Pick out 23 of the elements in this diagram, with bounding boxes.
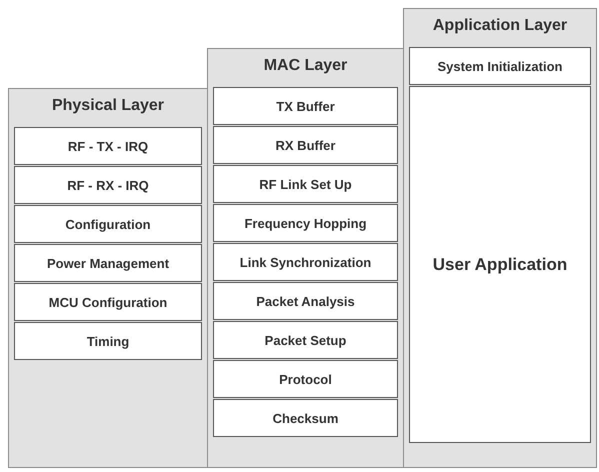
module-box: TX Buffer — [213, 87, 398, 125]
module-box: Protocol — [213, 360, 398, 398]
layer-panel — [207, 48, 404, 468]
module-box: Timing — [14, 322, 202, 360]
layer-panel — [8, 88, 208, 468]
module-box: Power Management — [14, 244, 202, 282]
layer-panel — [403, 8, 597, 468]
module-box: Configuration — [14, 205, 202, 243]
module-box: MCU Configuration — [14, 283, 202, 321]
module-box: RF - TX - IRQ — [14, 127, 202, 165]
module-box: Packet Analysis — [213, 282, 398, 320]
module-box: RX Buffer — [213, 126, 398, 164]
module-box: RF Link Set Up — [213, 165, 398, 203]
module-box: Checksum — [213, 399, 398, 437]
layer-title: Physical Layer — [50, 97, 166, 115]
module-box: Link Synchronization — [213, 243, 398, 281]
layer-title: Application Layer — [432, 17, 568, 35]
module-box: RF - RX - IRQ — [14, 166, 202, 204]
module-box: System Initialization — [409, 47, 591, 85]
module-box: Packet Setup — [213, 321, 398, 359]
module-box: Frequency Hopping — [213, 204, 398, 242]
layer-title: MAC Layer — [262, 57, 348, 75]
module-box: User Application — [409, 86, 591, 443]
